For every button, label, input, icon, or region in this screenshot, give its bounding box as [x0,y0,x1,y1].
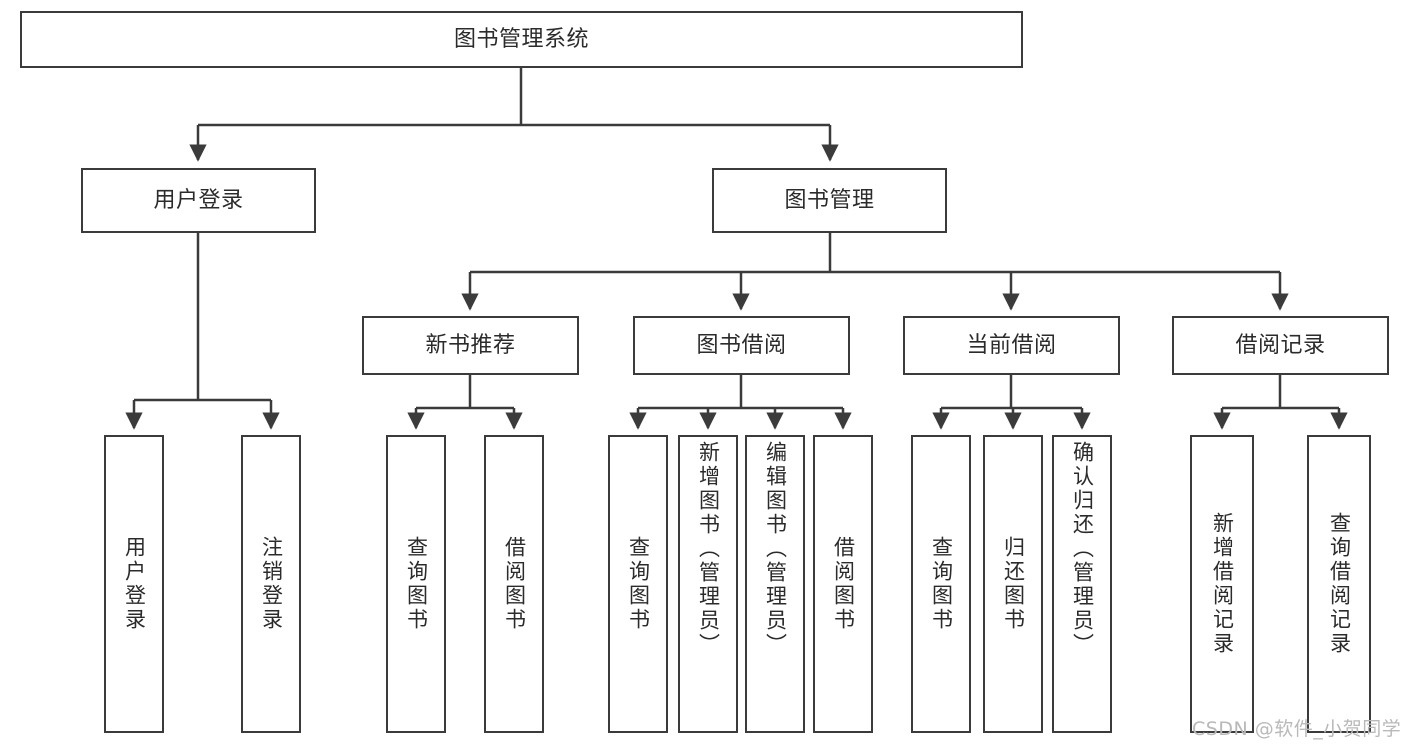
leaf-node-add-borrow-record[interactable]: 新增借阅记录 [1190,435,1254,733]
node-level2-book-management[interactable]: 图书管理 [712,168,947,233]
leaf-node-logout[interactable]: 注销登录 [241,435,301,733]
leaf-node-borrow-book-recommend-label: 借阅图书 [502,536,527,632]
leaf-node-borrow-book-label: 借阅图书 [831,536,856,632]
node-level2-user-login[interactable]: 用户登录 [81,168,316,233]
node-level3-current-borrow-label: 当前借阅 [966,332,1057,358]
leaf-node-borrow-book[interactable]: 借阅图书 [813,435,873,733]
node-root-label: 图书管理系统 [453,26,589,52]
node-level2-book-management-label: 图书管理 [784,187,875,213]
node-root[interactable]: 图书管理系统 [20,11,1023,68]
leaf-node-query-book-current-label: 查询图书 [929,536,954,632]
leaf-node-add-book-admin-label: 新增图书（管理员） [696,441,721,657]
node-level3-current-borrow[interactable]: 当前借阅 [903,316,1120,375]
leaf-node-edit-book-admin[interactable]: 编辑图书（管理员） [745,435,805,733]
node-level3-borrow-record[interactable]: 借阅记录 [1172,316,1389,375]
leaf-node-query-borrow-record-label: 查询借阅记录 [1327,512,1352,656]
leaf-node-query-book-borrow-label: 查询图书 [626,536,651,632]
leaf-node-return-book[interactable]: 归还图书 [983,435,1043,733]
leaf-node-add-borrow-record-label: 新增借阅记录 [1210,512,1235,656]
leaf-node-query-book-current[interactable]: 查询图书 [911,435,971,733]
leaf-node-confirm-return-admin-label: 确认归还（管理员） [1070,441,1095,657]
node-level3-book-borrow[interactable]: 图书借阅 [633,316,850,375]
leaf-node-confirm-return-admin[interactable]: 确认归还（管理员） [1052,435,1112,733]
leaf-node-logout-label: 注销登录 [259,536,284,632]
node-level3-book-borrow-label: 图书借阅 [696,332,787,358]
leaf-node-edit-book-admin-label: 编辑图书（管理员） [763,441,788,657]
leaf-node-return-book-label: 归还图书 [1001,536,1026,632]
node-level3-new-book-recommend[interactable]: 新书推荐 [362,316,579,375]
leaf-node-query-borrow-record[interactable]: 查询借阅记录 [1307,435,1371,733]
leaf-node-add-book-admin[interactable]: 新增图书（管理员） [678,435,738,733]
csdn-watermark: CSDN @软件_小贺同学 [1192,718,1402,740]
leaf-node-user-login-label: 用户登录 [122,536,147,632]
leaf-node-query-book-recommend-label: 查询图书 [404,536,429,632]
leaf-node-query-book-recommend[interactable]: 查询图书 [386,435,446,733]
leaf-node-query-book-borrow[interactable]: 查询图书 [608,435,668,733]
node-level2-user-login-label: 用户登录 [153,187,244,213]
leaf-node-user-login[interactable]: 用户登录 [104,435,164,733]
node-level3-new-book-recommend-label: 新书推荐 [425,332,516,358]
leaf-node-borrow-book-recommend[interactable]: 借阅图书 [484,435,544,733]
node-level3-borrow-record-label: 借阅记录 [1235,332,1326,358]
